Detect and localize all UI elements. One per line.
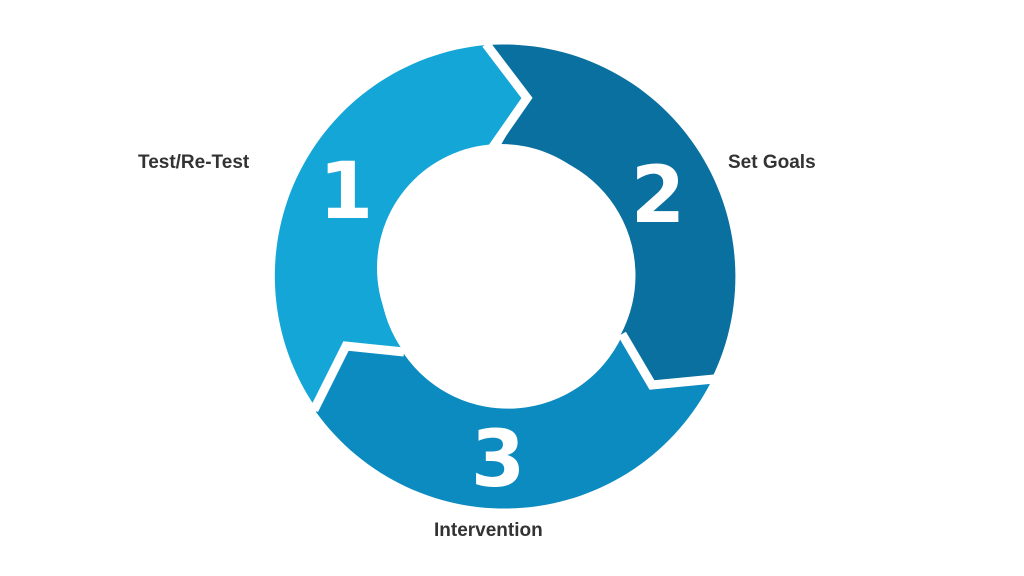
gap-2-3 [618,331,715,390]
segment-3 [316,336,712,509]
step-label-2: Set Goals [728,152,816,173]
center-hole [377,144,625,392]
step-label-1: Test/Re-Test [138,152,250,173]
gap-1-2 [482,41,533,157]
step-label-3: Intervention [434,520,543,541]
gap-3-1 [309,341,405,413]
step-number-1: 1 [319,147,373,237]
step-number-2: 2 [631,151,685,241]
segment-2 [488,44,736,385]
step-number-3: 3 [471,415,525,505]
segment-1 [274,45,526,408]
